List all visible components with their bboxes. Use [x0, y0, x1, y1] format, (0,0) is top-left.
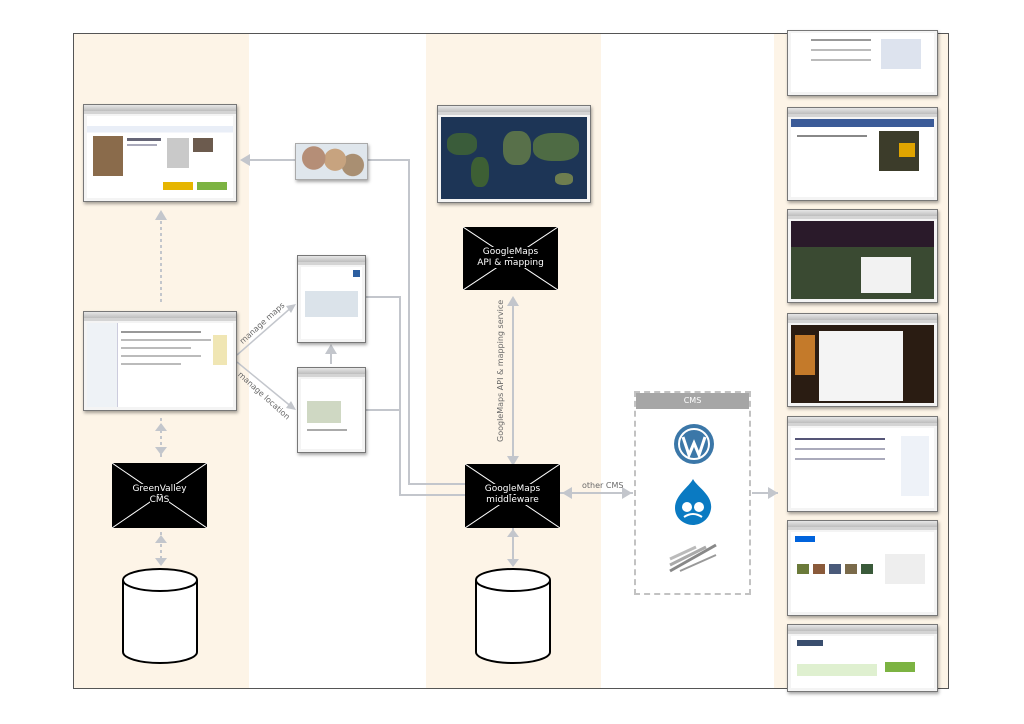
connector-location-maps: [330, 350, 332, 364]
arrow-head-sites: [768, 487, 778, 499]
site-screenshot-7: [787, 624, 938, 692]
connector-cms-sites: [752, 492, 778, 494]
greenvalley-site-screenshot: [83, 104, 237, 202]
expression-engine-logo-icon: [669, 543, 717, 573]
dotted-connector-block-db: [160, 532, 162, 564]
connector-managers-vertical: [399, 296, 401, 496]
arrow-head-up-small: [155, 423, 167, 431]
greenvalley-cms-screenshot: [83, 311, 237, 411]
connector-map-right: [366, 159, 410, 161]
connector-map-to-site: [245, 159, 295, 161]
arrow-head-api-up: [507, 296, 519, 306]
site-screenshot-1: [787, 30, 938, 96]
drupal-logo-icon: [675, 479, 712, 525]
cms-panel: CMS: [634, 391, 751, 595]
other-cms-label: other CMS: [582, 481, 624, 490]
arrow-head-location-up: [325, 344, 337, 354]
arrow-head-db-down: [507, 559, 519, 567]
arrow-head-other-right: [622, 487, 632, 499]
map-thumbnail: [295, 143, 368, 180]
middleware-database: [475, 568, 551, 664]
manage-maps-screenshot: [297, 255, 366, 343]
arrow-head-left: [240, 154, 250, 166]
wordpress-logo-icon: [674, 424, 714, 464]
arrow-head-other-left: [562, 487, 572, 499]
api-service-label: GoogleMaps API & mapping service: [496, 299, 505, 442]
connector-middleware-api: [512, 300, 514, 464]
site-screenshot-3: [787, 209, 938, 303]
googlemaps-screenshot: [437, 105, 591, 203]
arrow-head-up-db: [155, 535, 167, 543]
connector-middleware-bottom: [399, 494, 465, 496]
connector-middleware-db: [512, 528, 514, 566]
site-screenshot-6: [787, 520, 938, 616]
arrow-head-middleware-up: [507, 456, 519, 466]
greenvalley-cms-label: GreenValley CMS: [132, 484, 187, 505]
connector-manage-location-out: [366, 409, 400, 411]
site-screenshot-2: [787, 107, 938, 201]
connector-middleware-top: [408, 483, 465, 485]
arrow-head-down-db: [155, 558, 167, 566]
site-screenshot-5: [787, 416, 938, 512]
manage-location-screenshot: [297, 367, 366, 453]
connector-middleware-map-vertical: [408, 159, 410, 485]
dotted-connector-cms-block: [160, 418, 162, 458]
connector-middleware-cms: [560, 492, 633, 494]
googlemaps-api-label: GoogleMaps API & mapping: [477, 247, 544, 268]
googlemaps-middleware-label: GoogleMaps middleware: [484, 484, 541, 505]
arrow-head-down-small: [155, 447, 167, 455]
arrow-head-mid-up-db: [507, 529, 519, 537]
arrow-head-up: [155, 210, 167, 220]
dotted-connector-site-cms: [160, 215, 162, 303]
cms-panel-title: CMS: [636, 393, 749, 409]
greenvalley-database: [122, 568, 198, 664]
site-screenshot-4: [787, 313, 938, 407]
connector-manage-maps-out: [366, 296, 400, 298]
